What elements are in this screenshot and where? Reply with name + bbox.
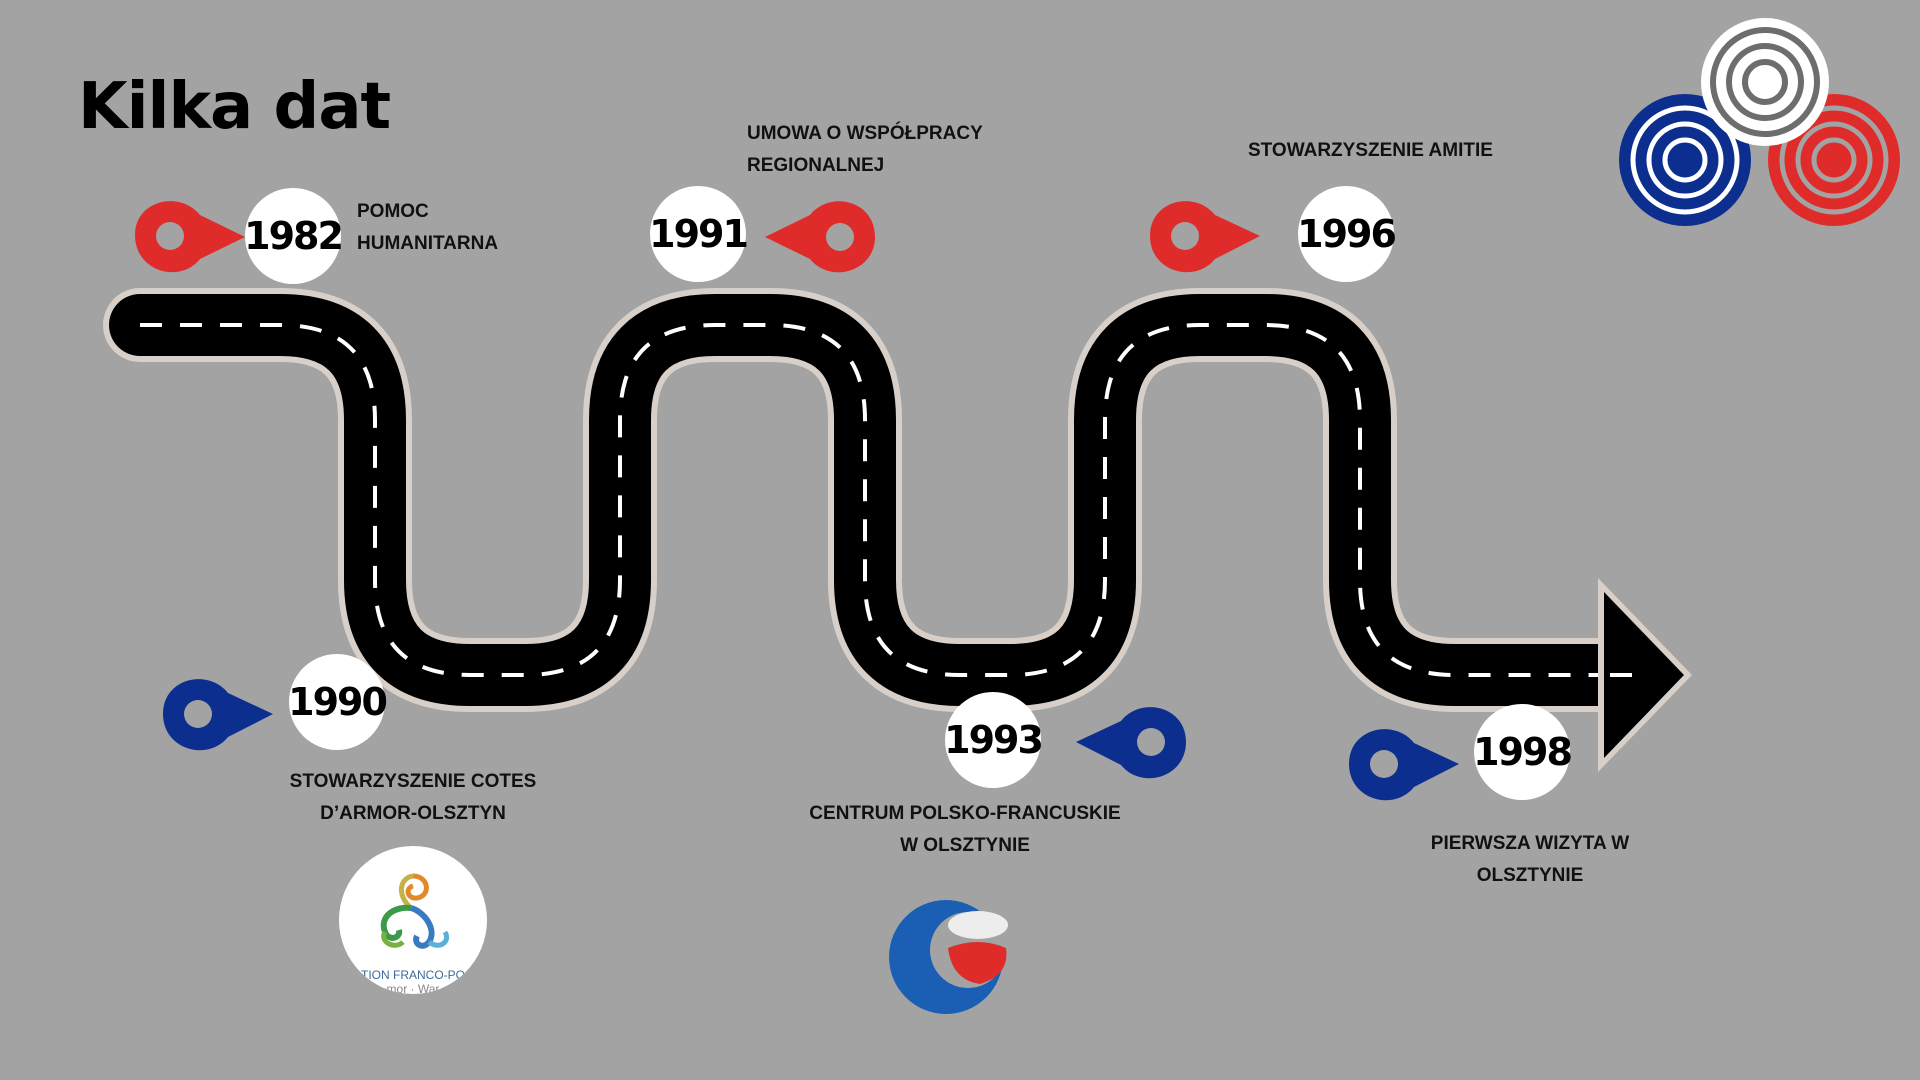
year-badge-1991: 1991 — [649, 186, 749, 282]
caption-1991: UMOWA O WSPÓŁPRACY REGIONALNEJ — [747, 118, 983, 182]
caption-line: CENTRUM POLSKO-FRANCUSKIE — [809, 803, 1121, 824]
year-badge-1996: 1996 — [1297, 186, 1397, 282]
caption-line: W OLSZTYNIE — [900, 835, 1030, 856]
caption-line: STOWARZYSZENIE AMITIE — [1248, 140, 1493, 161]
caption-1982: POMOC HUMANITARNA — [357, 196, 498, 260]
arrow-icon — [1604, 592, 1684, 758]
year-badge-1990: 1990 — [288, 654, 388, 750]
caption-line: STOWARZYSZENIE COTES — [289, 771, 537, 792]
association-logo: TION FRANCO-PO mor · War — [339, 846, 487, 994]
page-title: Kilka dat — [78, 70, 391, 144]
location-pin-icon — [765, 201, 875, 273]
caption-line: HUMANITARNA — [357, 233, 499, 254]
caption-line: D’ARMOR-OLSZTYN — [320, 803, 506, 824]
location-pin-icon — [1076, 707, 1186, 779]
caption-line: REGIONALNEJ — [747, 155, 885, 176]
caption-line: UMOWA O WSPÓŁPRACY — [747, 123, 983, 144]
caption-1996: STOWARZYSZENIE AMITIE — [1248, 135, 1493, 167]
location-pin-icon — [1349, 729, 1459, 801]
caption-1993: CENTRUM POLSKO-FRANCUSKIE W OLSZTYNIE — [780, 798, 1150, 862]
year-badge-1993: 1993 — [944, 692, 1044, 788]
logo-text: mor · War — [386, 982, 440, 994]
triskelion-logo-icon — [380, 873, 449, 949]
caption-1998: PIERWSZA WIZYTA W OLSZTYNIE — [1390, 828, 1670, 892]
logo-text: TION FRANCO-PO — [361, 968, 465, 982]
caption-line: POMOC — [357, 201, 429, 222]
location-pin-icon — [135, 201, 245, 273]
location-pin-icon — [1150, 201, 1260, 273]
location-pin-icon — [163, 679, 273, 751]
caption-line: OLSZTYNIE — [1476, 865, 1584, 886]
caption-line: PIERWSZA WIZYTA W — [1430, 833, 1630, 854]
caption-1990: STOWARZYSZENIE COTES D’ARMOR-OLSZTYN — [263, 766, 563, 830]
year-badge-1998: 1998 — [1473, 704, 1573, 800]
year-badge-1982: 1982 — [244, 188, 344, 284]
